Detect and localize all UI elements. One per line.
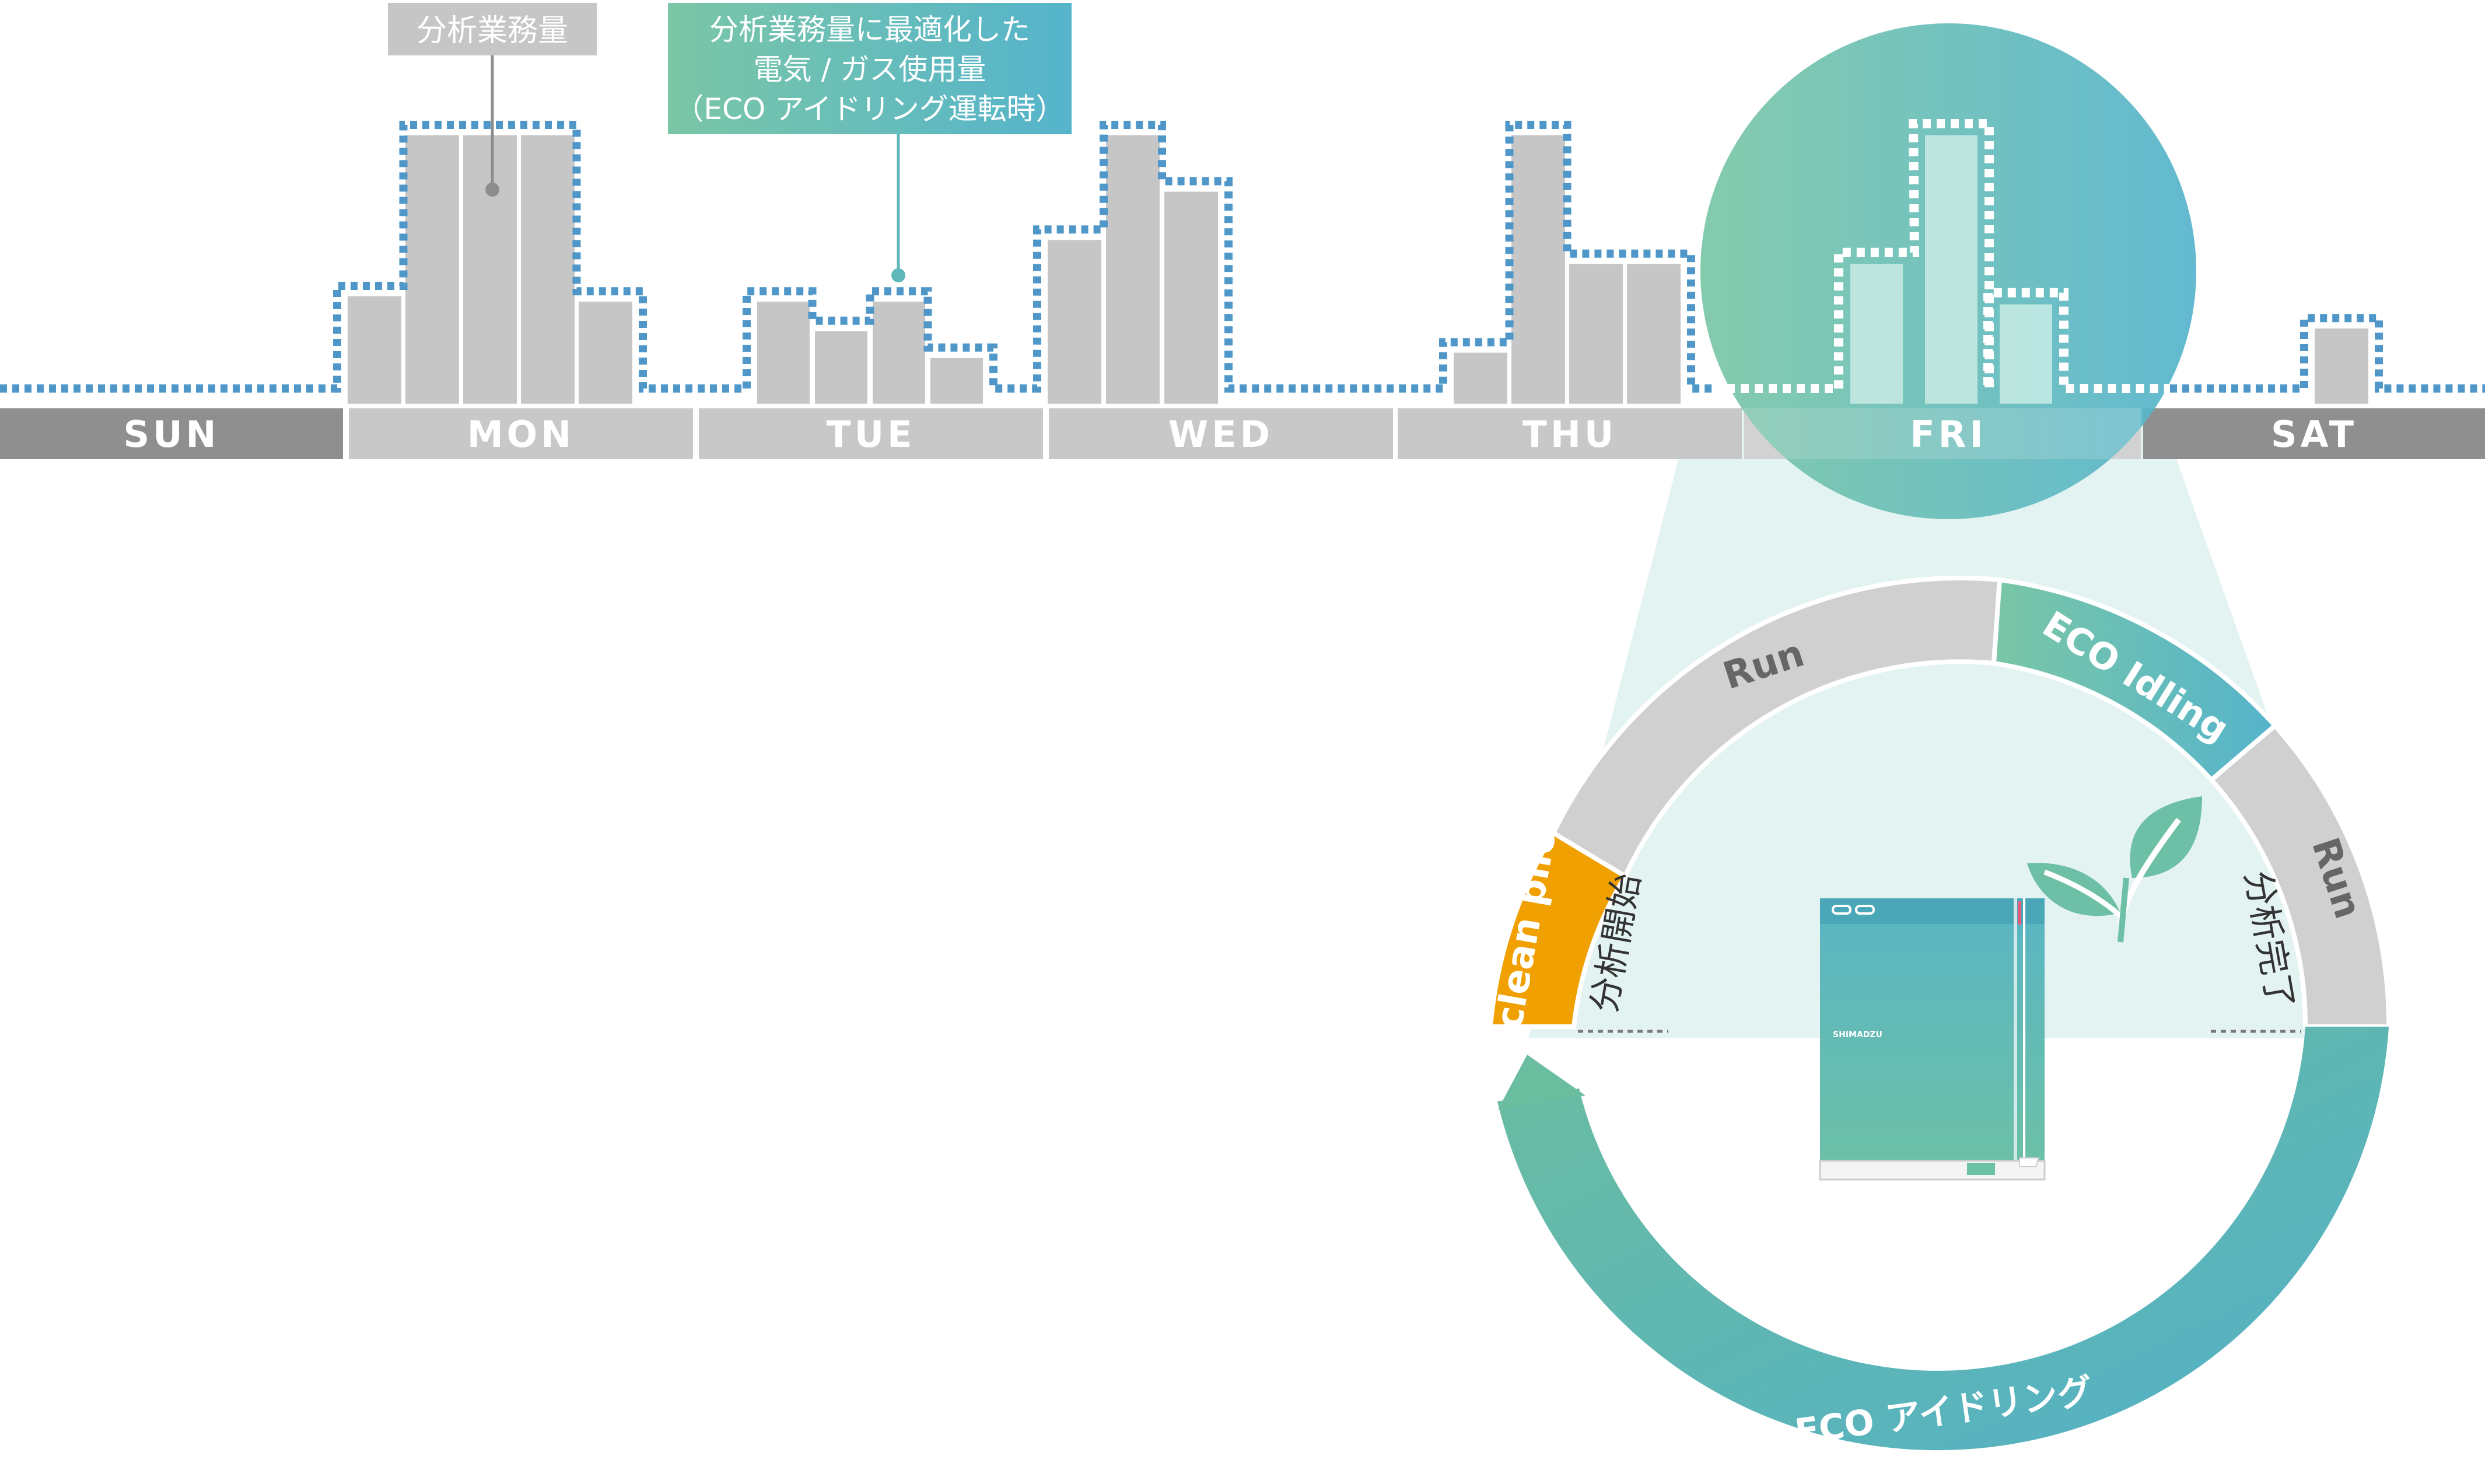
energy-usage-dotted-line (0, 121, 2485, 393)
device-brand-label: SHIMADZU (1833, 1030, 1882, 1040)
bar-mon-3 (463, 135, 517, 404)
bar-tue-3 (873, 302, 925, 404)
friday-day-cell-zoom (1744, 408, 2141, 459)
bar-wed-1 (1048, 240, 1101, 404)
bar-mon-1 (348, 296, 401, 404)
bar-thu-1 (1454, 352, 1507, 404)
day-cell-wed (1049, 408, 1393, 459)
friday-zoomed-dotted-line (1727, 119, 2170, 393)
bar-fri-1 (1850, 264, 1903, 404)
friday-zoomed-bars (1850, 135, 2052, 404)
ring-segment-eco-bottom (1497, 1027, 2389, 1451)
bar-tue-4 (930, 358, 983, 404)
day-label-fri: FRI (1910, 413, 1986, 456)
day-label-sat: SAT (2271, 413, 2357, 456)
bar-mon-5 (579, 302, 632, 404)
day-cell-sat (2143, 408, 2485, 459)
bar-tue-1 (757, 302, 810, 404)
bar-thu-3 (1569, 264, 1623, 404)
bar-mon-2 (405, 135, 459, 404)
zoom-funnel (1528, 408, 2383, 1038)
day-cell-tue (699, 408, 1043, 459)
analyzer-device: SHIMADZU (1819, 898, 2046, 1181)
bar-fri-3 (2000, 304, 2052, 404)
ring-arrow-head (1498, 1055, 1586, 1110)
day-label-thu: THU (1522, 413, 1618, 456)
day-label-tue: TUE (827, 413, 916, 456)
day-label-wed: WED (1168, 413, 1273, 456)
bar-thu-4 (1627, 264, 1681, 404)
bar-wed-2 (1106, 135, 1160, 404)
bar-thu-2 (1511, 135, 1565, 404)
day-label-mon: MON (467, 413, 575, 456)
usage-callout-box (668, 3, 1072, 134)
day-cell-thu (1398, 408, 1742, 459)
workload-callout-box (388, 3, 597, 55)
usage-callout-line1: 分析業務量に最適化した (709, 13, 1030, 47)
day-label-sun: SUN (124, 413, 220, 456)
leaf-icon (2027, 796, 2202, 943)
operation-cycle-ring (1488, 576, 2392, 1451)
usage-callout-dot (891, 268, 905, 282)
day-cell-mon (349, 408, 693, 459)
day-cell-sun (0, 408, 343, 459)
workload-bars (348, 135, 2368, 404)
usage-callout-line3: （ECO アイドリング運転時） (674, 92, 1065, 126)
bar-fri-2 (1925, 135, 1978, 404)
bar-tue-2 (815, 331, 867, 404)
workload-callout-dot (485, 183, 499, 197)
workload-callout-text: 分析業務量 (416, 13, 568, 48)
bar-sat-1 (2315, 328, 2368, 404)
usage-callout-line2: 電気 / ガス使用量 (754, 52, 986, 86)
bar-wed-3 (1164, 191, 1218, 404)
bar-mon-4 (521, 135, 575, 404)
